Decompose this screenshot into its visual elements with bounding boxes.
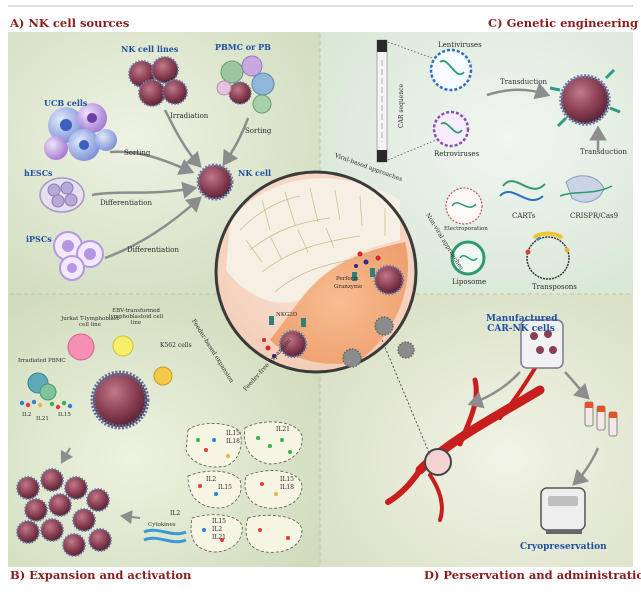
- il15-box4-label: IL15: [280, 476, 294, 483]
- cytokine-dots: [19, 399, 73, 410]
- lentivirus-illustration: [429, 48, 473, 92]
- differentiation-label-hesc: Differentiation: [100, 199, 152, 207]
- infusion-bag-illustration: [520, 319, 564, 369]
- perforin-label: Perforin: [336, 276, 359, 282]
- lentiviruses-label: Lentiviruses: [438, 41, 482, 49]
- gas-stripes: [143, 528, 187, 544]
- hescs-illustration: [39, 177, 85, 213]
- il18-box1-label: IL18: [226, 438, 240, 445]
- panel-d-title: D) Perservation and administration: [424, 568, 641, 582]
- nk-cell-lines-label: NK cell lines: [121, 44, 179, 54]
- transduction-label-bottom: Transduction: [580, 148, 627, 156]
- administration-arrows: [467, 371, 600, 486]
- cryopreservation-label: Cryopreservation: [520, 542, 607, 552]
- ipscs-illustration: [53, 231, 104, 281]
- car-sequence-label: CAR sequence: [398, 83, 405, 128]
- granzyme-label: Granzyme: [334, 284, 363, 290]
- nk-cell-illustration: [196, 163, 234, 201]
- k562-label: K562 cells: [160, 342, 192, 349]
- ucb-cells-illustration: [44, 103, 117, 161]
- liposome-label: Liposome: [452, 278, 487, 286]
- manufactured-car-nk-label: Manufactured CAR-NK cells: [486, 314, 558, 334]
- source-arrows: [91, 109, 250, 260]
- differentiation-label-ipsc: Differentiation: [127, 246, 179, 254]
- hescs-label: hESCs: [24, 168, 53, 178]
- panel-b-title: B) Expansion and activation: [10, 568, 192, 582]
- pbmc-illustration: [216, 55, 275, 114]
- retrovirus-illustration: [432, 110, 470, 148]
- tumor-microenvironment-circle: [214, 170, 418, 374]
- dotted-connectors: [387, 41, 437, 161]
- car-nk-cell-illustration: [549, 68, 621, 128]
- transposons-illustration: [525, 231, 570, 280]
- irradiated-pbmc-label: Irradiated PBMC: [18, 358, 66, 364]
- il18-box4-label: IL18: [280, 484, 294, 491]
- il21-box5-label: IL21: [212, 534, 226, 541]
- expansion-arrows: [60, 447, 141, 525]
- il2-gas-label: IL2: [170, 510, 181, 517]
- cytokines-label: Cytokines: [148, 522, 176, 528]
- electroporation-label: Electroporation: [444, 226, 488, 232]
- retroviruses-label: Retroviruses: [434, 150, 480, 158]
- liposome-illustration: [450, 240, 486, 276]
- sorting-label-ucb: Sorting: [124, 149, 151, 157]
- feeder-cells-illustration: [27, 333, 173, 401]
- pbmc-label: PBMC or PB: [215, 42, 271, 52]
- sorting-label-pbmc: Sorting: [245, 127, 272, 135]
- panel-c-title: C) Genetic engineering: [488, 16, 639, 30]
- carts-label: CARTs: [512, 212, 536, 220]
- jurkat-label: Jurkat T-lymphoblast cell line: [61, 316, 119, 328]
- transposons-label: Transposons: [532, 283, 577, 291]
- irradiation-label: Irradiation: [170, 112, 209, 120]
- expanded-nk-cells-illustration: [16, 468, 112, 557]
- cytokine-box-dots: [196, 436, 292, 542]
- crispr-illustration: [559, 175, 613, 203]
- car-sequence-strand: [376, 39, 388, 163]
- crispr-label: CRISPR/Cas9: [570, 212, 619, 220]
- il2-box5-label: IL2: [212, 526, 223, 533]
- ipscs-label: iPSCs: [26, 234, 52, 244]
- il15-box3-label: IL15: [218, 484, 232, 491]
- ucb-cells-label: UCB cells: [44, 98, 88, 108]
- zoom-dotted-line: [381, 339, 431, 456]
- panel-a-title: A) NK cell sources: [10, 16, 130, 30]
- il15-box1-label: IL15: [226, 430, 240, 437]
- blood-vessel-illustration: [385, 358, 545, 522]
- il15-box5-label: IL15: [212, 518, 226, 525]
- nkg2d-label: NKG2D: [276, 312, 298, 318]
- il15-label-left: IL15: [58, 412, 71, 418]
- il21-label-left: IL21: [36, 416, 49, 422]
- cryo-tank-illustration: [540, 487, 586, 534]
- ebv-label: EBV-transformed lymphoblastoid cell line: [108, 308, 164, 326]
- nk-cell-label: NK cell: [238, 168, 272, 178]
- nk-cell-lines-illustration: [128, 56, 188, 107]
- transduction-arrow: [486, 82, 607, 150]
- il21-box2-label: IL21: [276, 426, 290, 433]
- vials-illustration: [584, 401, 618, 437]
- carts-illustration: [499, 180, 546, 202]
- il2-box3-label: IL2: [206, 476, 217, 483]
- large-nk-cell-illustration: [90, 370, 150, 430]
- il2-label-left: IL2: [22, 412, 32, 418]
- transduction-label-top: Transduction: [500, 78, 547, 86]
- electroporation-illustration: [445, 187, 483, 225]
